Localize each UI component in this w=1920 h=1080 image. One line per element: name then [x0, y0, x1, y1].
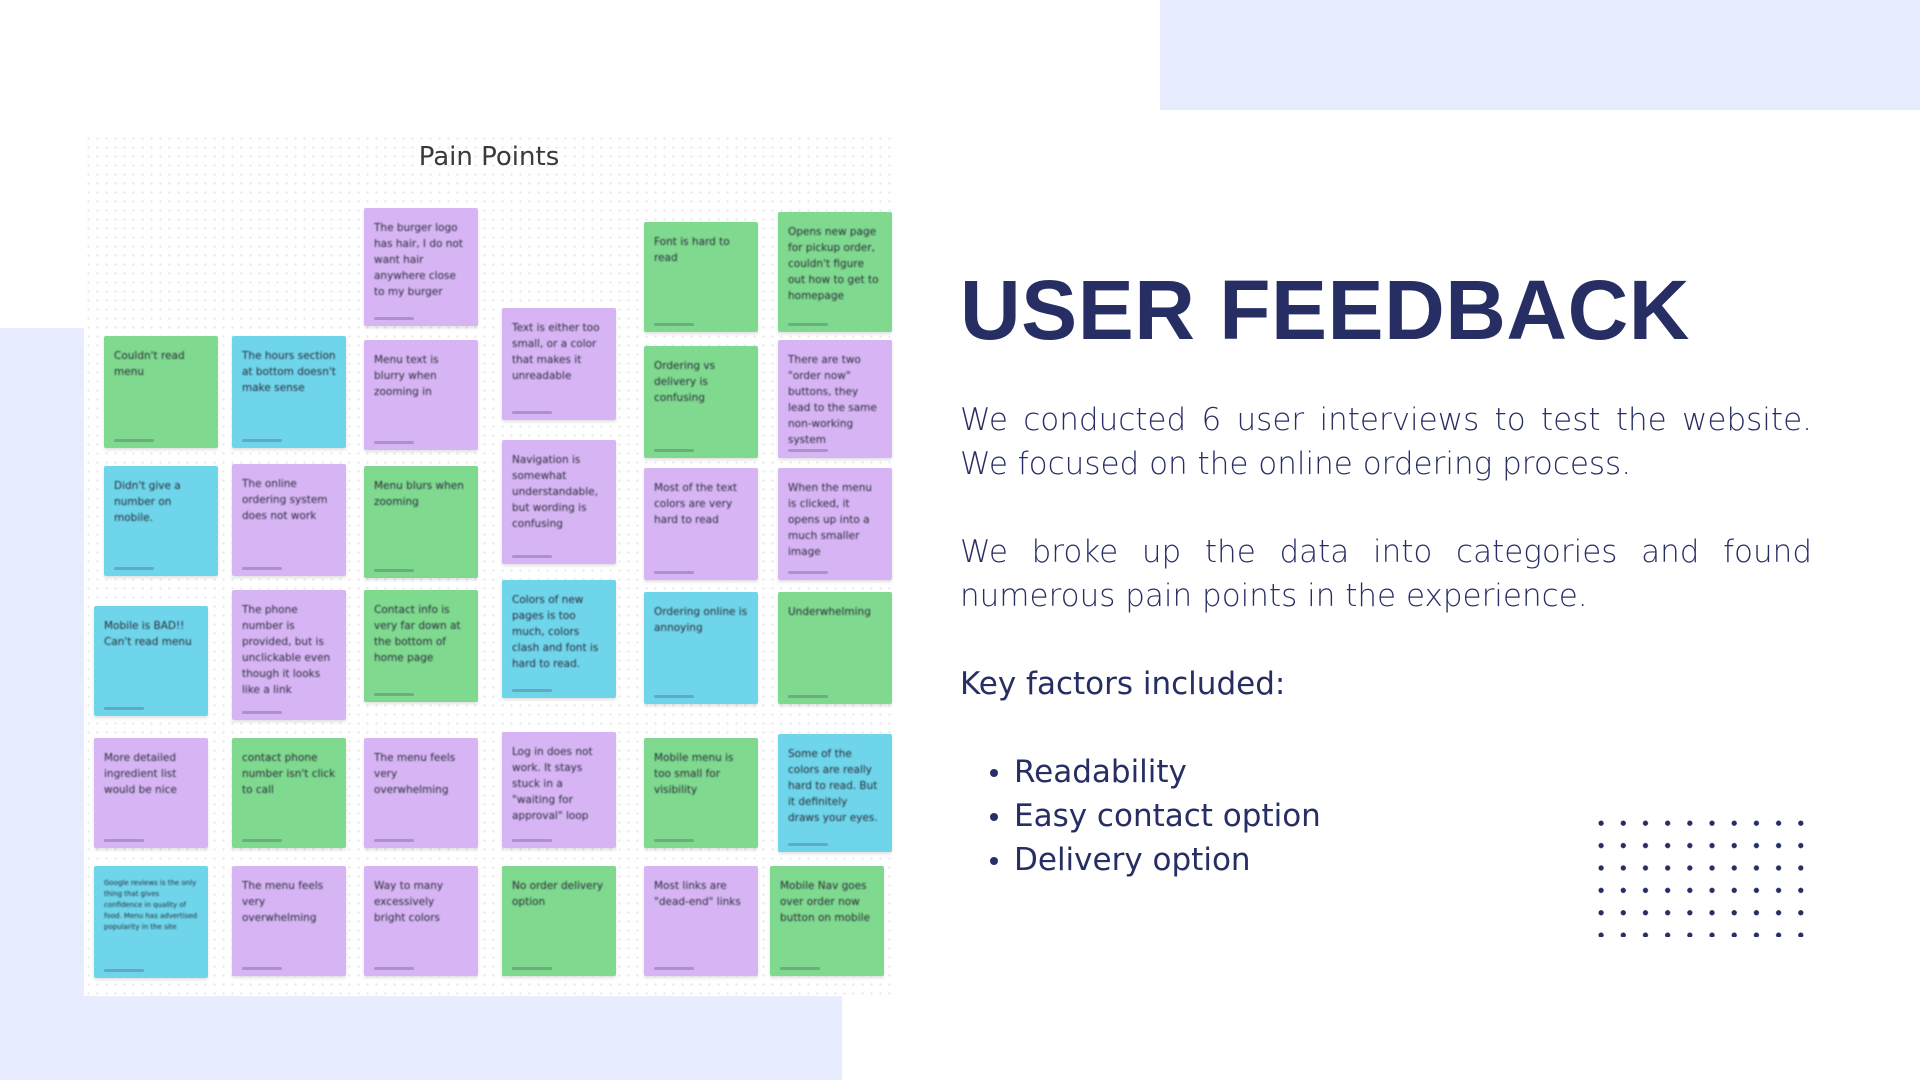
- sticky-note: Log in does not work. It stays stuck in …: [502, 732, 616, 848]
- sticky-note: Text is either too small, or a color tha…: [502, 308, 616, 420]
- pain-points-board: Pain Points Couldn't read menu Didn't gi…: [84, 134, 894, 996]
- sticky-note: There are two "order now" buttons, they …: [778, 340, 892, 458]
- sticky-note: Colors of new pages is too much, colors …: [502, 580, 616, 698]
- sticky-note: Mobile is BAD!! Can't read menu: [94, 606, 208, 716]
- sticky-note: Way to many excessively bright colors: [364, 866, 478, 976]
- sticky-note: The menu feels very overwhelming: [364, 738, 478, 848]
- list-item: Easy contact option: [990, 794, 1321, 838]
- sticky-note: Ordering online is annoying: [644, 592, 758, 704]
- sticky-note: contact phone number isn't click to call: [232, 738, 346, 848]
- sticky-note: Opens new page for pickup order, couldn'…: [778, 212, 892, 332]
- sticky-note: Most links are "dead-end" links: [644, 866, 758, 976]
- sticky-note: Most of the text colors are very hard to…: [644, 468, 758, 580]
- list-item: Delivery option: [990, 838, 1321, 882]
- sticky-note: Google reviews is the only thing that gi…: [94, 866, 208, 978]
- sticky-note: The menu feels very overwhelming: [232, 866, 346, 976]
- bullet-icon: [990, 857, 998, 865]
- sticky-note: The hours section at bottom doesn't make…: [232, 336, 346, 448]
- sticky-note: More detailed ingredient list would be n…: [94, 738, 208, 848]
- sticky-note: Ordering vs delivery is confusing: [644, 346, 758, 458]
- sticky-note: Navigation is somewhat understandable, b…: [502, 440, 616, 564]
- page-title: USER FEEDBACK: [960, 263, 1690, 357]
- sticky-note: Font is hard to read: [644, 222, 758, 332]
- key-factors-label: Key factors included:: [960, 666, 1286, 702]
- sticky-note: When the menu is clicked, it opens up in…: [778, 468, 892, 580]
- bullet-icon: [990, 769, 998, 777]
- sticky-note: Contact info is very far down at the bot…: [364, 590, 478, 702]
- sticky-note: Didn't give a number on mobile.: [104, 466, 218, 576]
- board-title: Pain Points: [418, 142, 560, 172]
- sticky-note: No order delivery option: [502, 866, 616, 976]
- decorative-dot-grid: [1590, 812, 1810, 937]
- sticky-note: The phone number is provided, but is unc…: [232, 590, 346, 720]
- background-block-top-right: [1160, 0, 1920, 110]
- sticky-note: Couldn't read menu: [104, 336, 218, 448]
- sticky-note: Menu blurs when zooming: [364, 466, 478, 578]
- sticky-note: Some of the colors are really hard to re…: [778, 734, 892, 852]
- sticky-note: Mobile Nav goes over order now button on…: [770, 866, 884, 976]
- intro-paragraph: We conducted 6 user interviews to test t…: [960, 402, 1812, 482]
- key-factors-list: Readability Easy contact option Delivery…: [990, 750, 1321, 882]
- list-item: Readability: [990, 750, 1321, 794]
- sticky-note: Mobile menu is too small for visibility: [644, 738, 758, 848]
- sticky-note: Underwhelming: [778, 592, 892, 704]
- findings-paragraph: We broke up the data into categories and…: [960, 534, 1812, 614]
- sticky-note: Menu text is blurry when zooming in: [364, 340, 478, 450]
- sticky-note: The online ordering system does not work: [232, 464, 346, 576]
- bullet-icon: [990, 813, 998, 821]
- sticky-note: The burger logo has hair, I do not want …: [364, 208, 478, 326]
